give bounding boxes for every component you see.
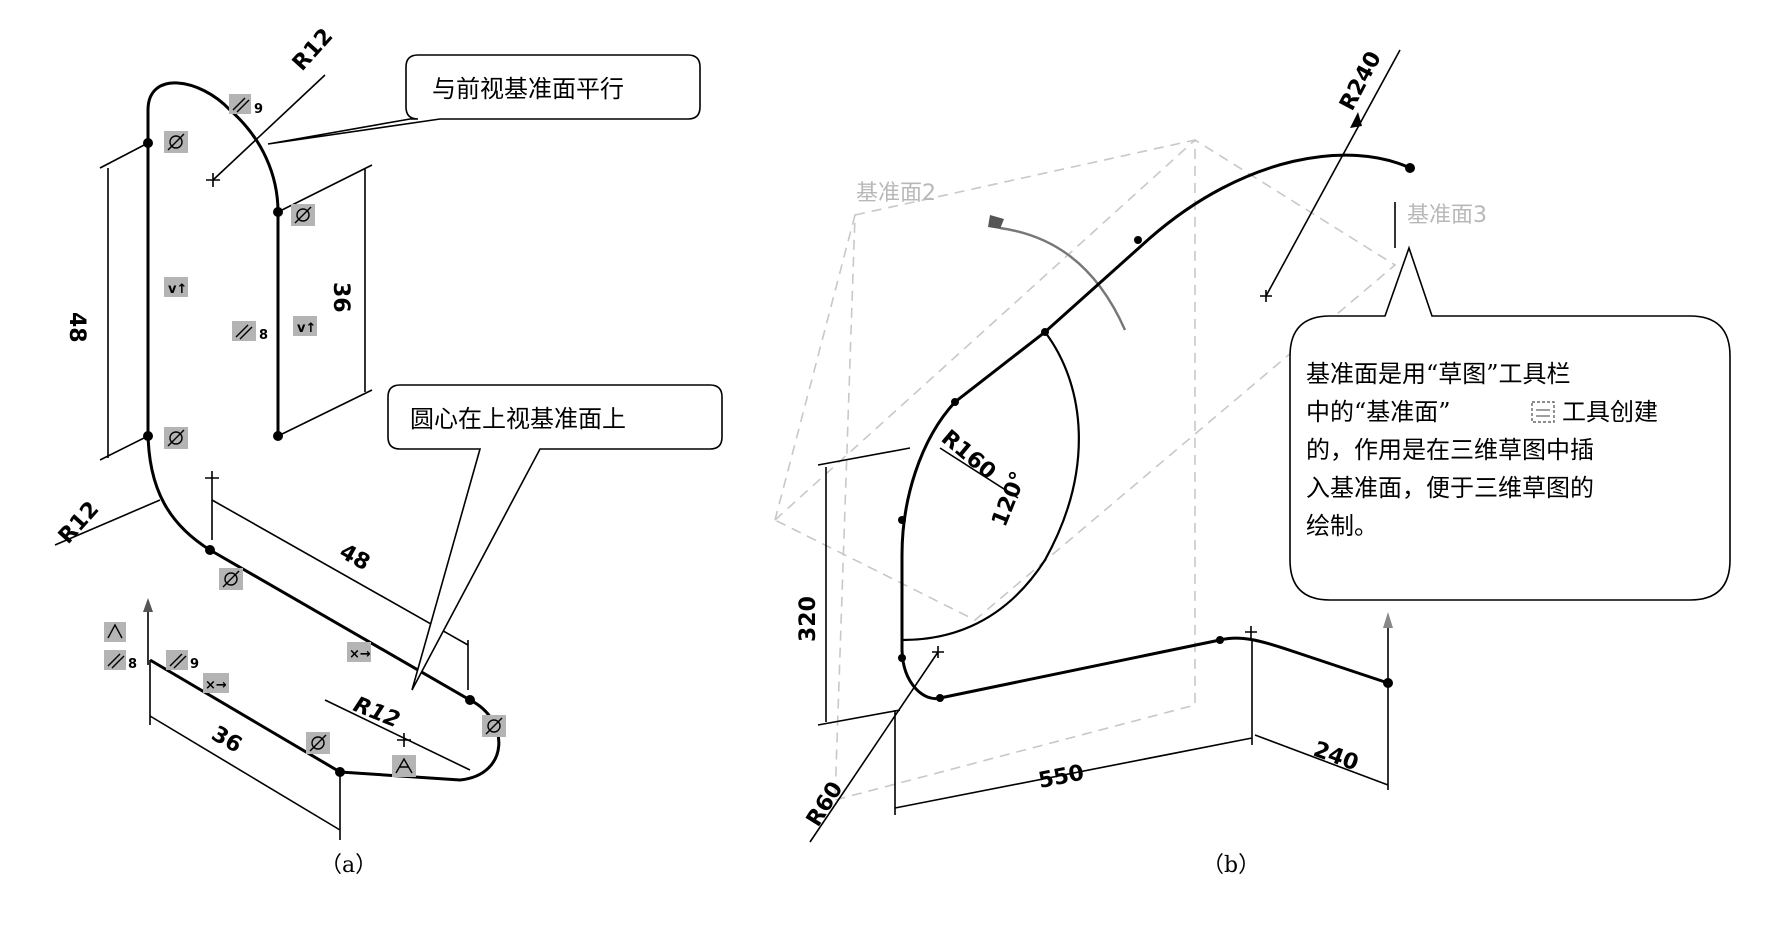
horizontal-badge: ×→	[203, 673, 229, 693]
callout-note: 基准面是用“草图”工具栏 中的“基准面” 工具创建 的，作用是在三维草图中插 入…	[1289, 245, 1731, 601]
caption-a: （a）	[320, 853, 377, 878]
r160-label: R160	[936, 425, 1000, 485]
sketch-b-points	[898, 163, 1415, 702]
note-line-2b: 工具创建	[1562, 398, 1658, 426]
tangent-badge	[164, 427, 188, 449]
svg-text:8: 8	[128, 657, 137, 672]
svg-text:9: 9	[190, 657, 199, 672]
svg-text:×→: ×→	[349, 647, 371, 662]
dim-36-bottom	[149, 660, 341, 840]
axis-arrow-b	[1383, 612, 1393, 680]
r12-bottom-label: R12	[350, 692, 403, 733]
r12-top-leader	[212, 74, 326, 181]
tangent-badge	[164, 131, 188, 153]
dim-48-vertical-label: 48	[64, 312, 89, 343]
note-line-1: 基准面是用“草图”工具栏	[1306, 360, 1571, 388]
tangent-badge	[291, 204, 315, 226]
plane-2-label: 基准面2	[856, 181, 936, 206]
parallel-badge-top: 9	[229, 94, 263, 117]
r60-label: R60	[802, 778, 848, 832]
r12-left-leader	[54, 499, 161, 546]
svg-text:v↑: v↑	[168, 282, 187, 297]
horizontal-badge: ×→	[347, 642, 371, 662]
r12-bottom-leader	[324, 699, 471, 771]
tangent-badge	[306, 732, 330, 754]
callout-top: 与前视基准面平行	[267, 54, 701, 145]
svg-text:8: 8	[259, 328, 268, 343]
dim-36-vertical-label: 36	[328, 282, 353, 313]
r160-leader	[939, 447, 1019, 499]
r240-label: R240	[1335, 48, 1387, 115]
sketch-b-arc-120	[902, 331, 1080, 642]
tangent-badge	[219, 568, 243, 590]
dim-320	[817, 447, 911, 726]
dim-240-label: 240	[1310, 737, 1362, 776]
parallel-badge-left: 8	[104, 650, 137, 672]
r60-leader	[809, 651, 939, 843]
r240-leader	[1265, 49, 1401, 297]
axis-triad-a	[143, 598, 153, 665]
panel-a: R12 48 36 R12 48 R12 36 9	[54, 24, 723, 878]
note-line-3: 的，作用是在三维草图中插	[1306, 436, 1594, 464]
plane-3-label: 基准面3	[1407, 203, 1487, 228]
note-line-2a: 中的“基准面”	[1306, 398, 1451, 426]
angle-120-label: 120°	[987, 468, 1032, 530]
relation-badges-a: 9 v↑ 8 v↑	[104, 94, 506, 777]
vertical-badge: v↑	[164, 277, 188, 297]
svg-text:v↑: v↑	[297, 321, 316, 336]
callout-top-text: 与前视基准面平行	[432, 75, 624, 103]
dim-320-label: 320	[796, 596, 821, 642]
note-line-4: 入基准面，便于三维草图的	[1306, 474, 1594, 502]
panel-b: 基准面2 基准面3 R240	[773, 48, 1731, 878]
tangent-badge	[482, 715, 506, 737]
svg-text:×→: ×→	[205, 678, 227, 693]
coincident-badge	[104, 622, 126, 642]
plane-tool-icon	[1531, 401, 1555, 423]
dim-550	[894, 640, 1253, 815]
dim-48-diagonal	[211, 485, 469, 690]
parallel-badge-mid: 8	[232, 321, 268, 343]
svg-text:9: 9	[254, 102, 263, 117]
rotate-icon	[988, 215, 1127, 331]
coincident-badge	[392, 755, 416, 777]
sketch-a-bottom-line	[149, 658, 341, 774]
vertical-badge: v↑	[293, 316, 317, 336]
caption-b: （b）	[1202, 853, 1260, 878]
dim-48-vertical	[99, 142, 149, 461]
parallel-badge-left2: 9	[166, 650, 199, 672]
callout-mid: 圆心在上视基准面上	[387, 384, 723, 691]
r12-left-label: R12	[54, 497, 104, 549]
dim-240	[1254, 683, 1389, 790]
center-marks-a	[205, 173, 411, 747]
reference-planes	[773, 139, 1397, 802]
dim-48-diagonal-label: 48	[335, 539, 374, 576]
dim-550-label: 550	[1036, 761, 1086, 794]
r12-top-label: R12	[288, 24, 338, 76]
callout-mid-text: 圆心在上视基准面上	[410, 405, 626, 433]
sketch-a-points	[143, 138, 475, 777]
note-line-5: 绘制。	[1306, 512, 1378, 540]
